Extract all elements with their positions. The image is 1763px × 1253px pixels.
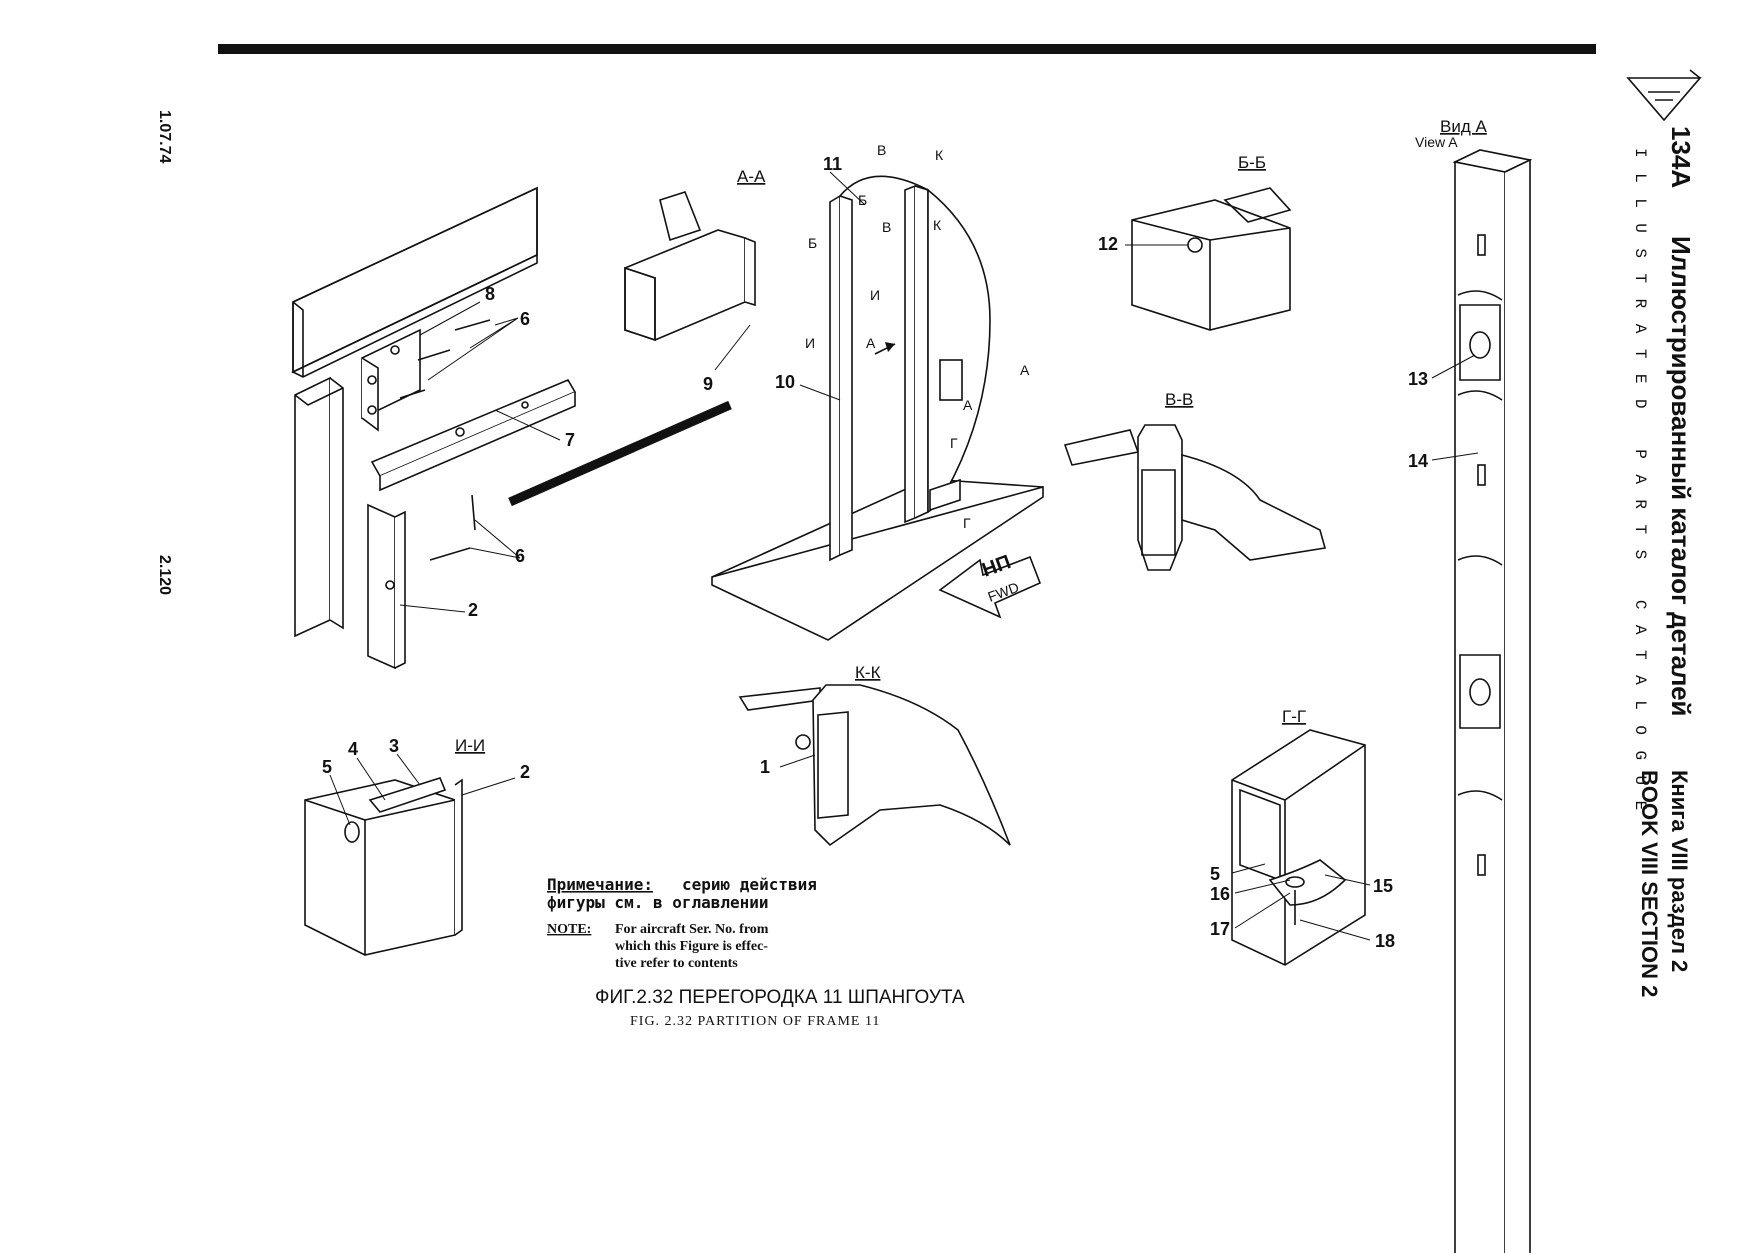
- callout-3: 3: [389, 736, 399, 756]
- manufacturer-logo: [1626, 69, 1702, 122]
- note-en-line2: which this Figure is effec-: [615, 939, 768, 954]
- note-ru-label: Примечание:: [547, 875, 653, 894]
- margin-page-number: 2.120: [156, 555, 173, 595]
- callout-1: 1: [760, 757, 770, 777]
- marker-a-right: А: [1020, 362, 1030, 378]
- callout-10: 10: [775, 372, 795, 392]
- marker-k-top: К: [935, 147, 944, 163]
- callout-15: 15: [1373, 876, 1393, 896]
- label-section-vv: В-В: [1165, 390, 1193, 409]
- marker-a-left: А: [963, 397, 973, 413]
- marker-i-right: И: [870, 287, 880, 303]
- header-title-ru: Иллюстрированный каталог деталей: [1666, 236, 1696, 717]
- section-gg-view: [1231, 729, 1366, 966]
- header-block: 134А Иллюстрированный каталог деталей IL…: [1626, 69, 1702, 997]
- label-view-a-ru: Вид А: [1440, 117, 1487, 136]
- callout-4: 4: [348, 739, 358, 759]
- marker-b-top: В: [877, 142, 886, 158]
- label-section-kk: К-К: [855, 663, 881, 682]
- callout-12: 12: [1098, 234, 1118, 254]
- fwd-direction-arrow: НП FWD: [938, 551, 1042, 619]
- callout-6-bottom: 6: [515, 546, 525, 566]
- main-partition-assembly: [711, 175, 1044, 641]
- marker-v-inner: В: [882, 219, 891, 235]
- marker-i-left: И: [805, 335, 815, 351]
- note-ru-line2: фигуры см. в оглавлении: [547, 893, 769, 912]
- callout-18: 18: [1375, 931, 1395, 951]
- callout-11: 11: [823, 154, 842, 174]
- callout-5: 5: [322, 757, 332, 777]
- header-title-en: ILLUSTRATED PARTS CATALOGUE: [1631, 148, 1649, 826]
- callout-2-ii: 2: [520, 762, 530, 782]
- marker-a-arrow: А: [866, 335, 876, 351]
- section-kk-view: [738, 684, 1011, 847]
- section-ii-view: [304, 777, 463, 956]
- view-a-column: [1452, 149, 1533, 1253]
- callout-14: 14: [1408, 451, 1428, 471]
- note-en-line3: tive refer to contents: [615, 956, 738, 971]
- header-book-en: BOOK VIII SECTION 2: [1637, 770, 1662, 997]
- marker-b-left: Б: [808, 235, 817, 251]
- margin-date: 1.07.74: [156, 110, 173, 163]
- label-section-gg: Г-Г: [1282, 707, 1306, 726]
- section-vv-view: [1063, 424, 1327, 571]
- note-en-line1: For aircraft Ser. No. from: [615, 922, 769, 937]
- label-view-a-en: View A: [1415, 134, 1458, 150]
- callout-8: 8: [485, 284, 495, 304]
- callout-17: 17: [1210, 919, 1230, 939]
- marker-g-top: Г: [950, 435, 958, 451]
- figure-caption-ru: ФИГ.2.32 ПЕРЕГОРОДКА 11 ШПАНГОУТА: [595, 987, 965, 1008]
- figure-caption-en: FIG. 2.32 PARTITION OF FRAME 11: [630, 1014, 880, 1029]
- note-block: Примечание: серию действия фигуры см. в …: [547, 875, 817, 971]
- header-book-ru: Книга VIII раздел 2: [1667, 770, 1692, 972]
- marker-g-bottom: Г: [963, 515, 971, 531]
- label-section-aa: А-А: [737, 167, 766, 186]
- label-section-bb: Б-Б: [1238, 153, 1266, 172]
- section-aa-view: [624, 191, 756, 342]
- callout-9: 9: [703, 374, 713, 394]
- header-model: 134А: [1666, 126, 1696, 188]
- marker-b-inner: Б: [858, 192, 867, 208]
- label-section-ii: И-И: [455, 736, 485, 755]
- callout-6-top: 6: [520, 309, 530, 329]
- marker-k-inner: К: [933, 217, 942, 233]
- section-bb-view: [1131, 187, 1292, 331]
- callout-2: 2: [468, 600, 478, 620]
- callouts: 1 2 2 3 4 5 5 6 6 7 8 9 10 11 12 13 14 1…: [322, 154, 1479, 951]
- callout-7: 7: [565, 430, 575, 450]
- top-rule: [218, 44, 1596, 54]
- note-en-label: NOTE:: [547, 922, 591, 937]
- callout-16: 16: [1210, 884, 1230, 904]
- callout-13: 13: [1408, 369, 1428, 389]
- note-ru-line1: серию действия: [682, 875, 817, 894]
- corner-assembly-exploded: [291, 186, 732, 670]
- callout-5-gg: 5: [1210, 864, 1220, 884]
